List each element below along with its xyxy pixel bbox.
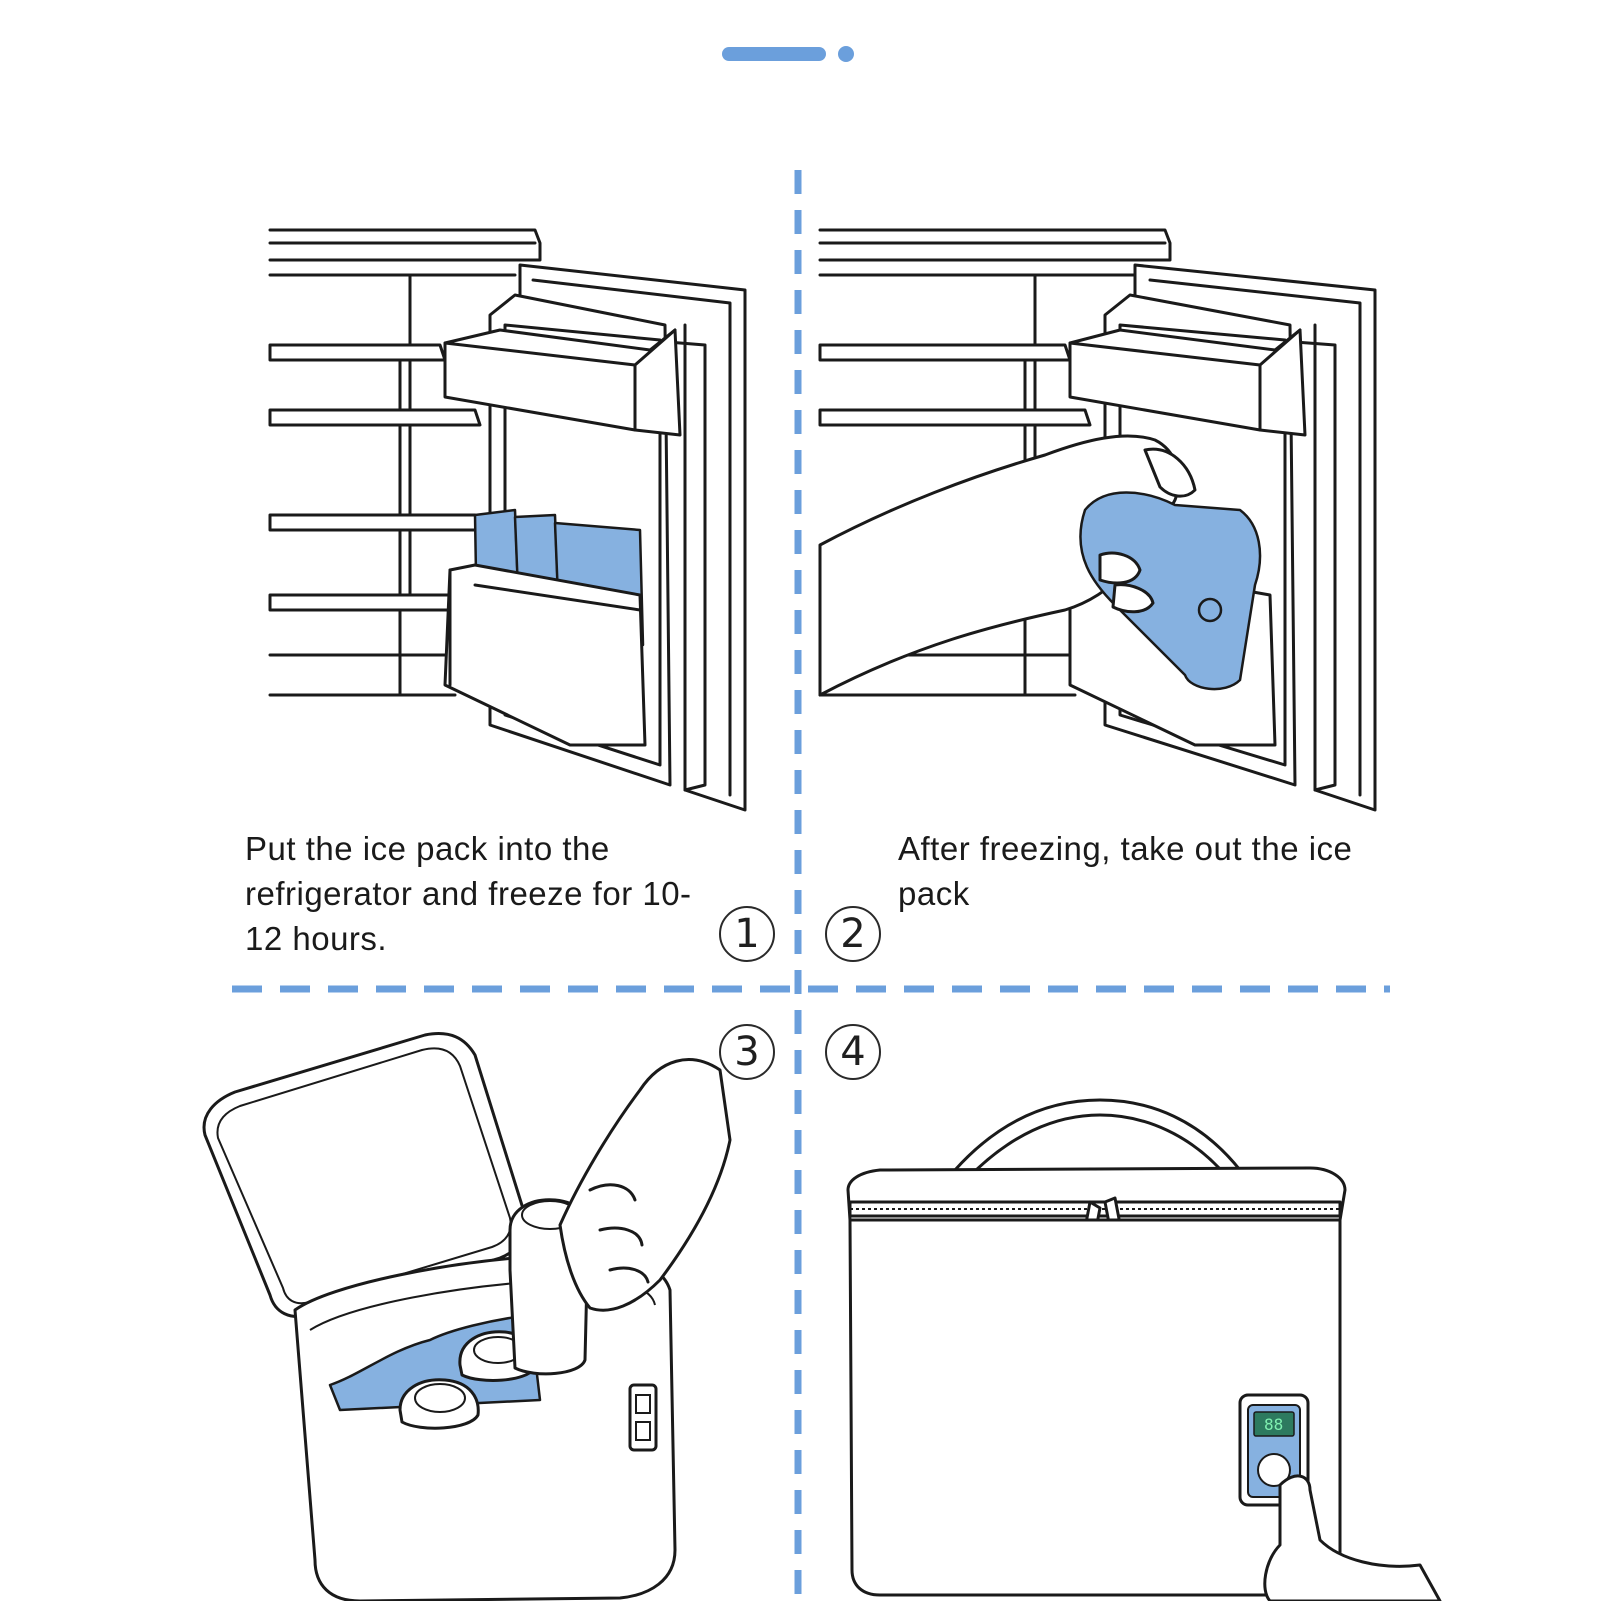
fridge-ice-pack-illustration <box>268 228 747 812</box>
open-cooler-bag-illustration <box>202 1032 732 1601</box>
hand-taking-ice-pack-illustration <box>818 228 1377 812</box>
step-3-badge: 3 <box>719 1024 775 1080</box>
step-4-number: 4 <box>840 1029 866 1075</box>
pager-indicator <box>0 0 1601 110</box>
pager-active-bar[interactable] <box>722 47 826 61</box>
step-1-caption: Put the ice pack into the refrigerator a… <box>245 830 692 957</box>
step-4-badge: 4 <box>825 1024 881 1080</box>
step-1-number: 1 <box>734 911 760 957</box>
vertical-divider <box>794 170 802 1601</box>
step-1-badge: 1 <box>719 906 775 962</box>
display-reading: 88 <box>1264 1415 1283 1434</box>
step-2-badge: 2 <box>825 906 881 962</box>
step-2-number: 2 <box>840 911 866 957</box>
horizontal-divider <box>232 985 1390 993</box>
closed-cooler-bag-illustration: 88 <box>846 1098 1442 1601</box>
step-3-number: 3 <box>734 1029 760 1075</box>
step-2-caption: After freezing, take out the ice pack <box>898 830 1353 912</box>
pager-dot[interactable] <box>838 46 854 62</box>
